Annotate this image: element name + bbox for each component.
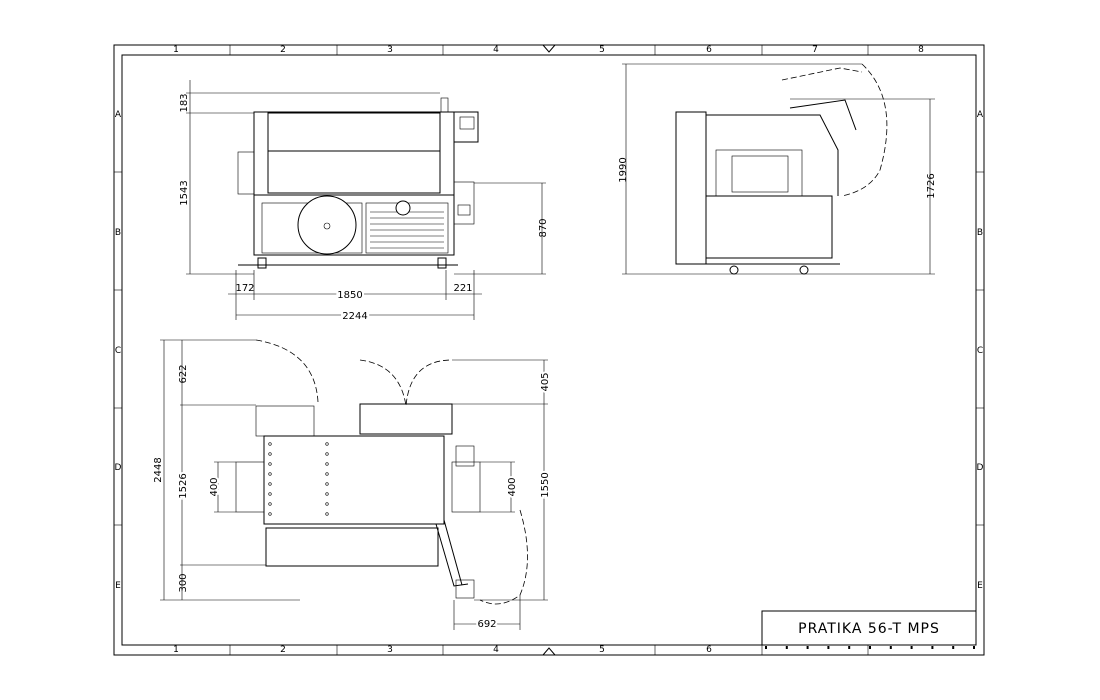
grid-col-label: 3 xyxy=(387,45,393,55)
drawing-title: PRATIKA 56-T MPS xyxy=(798,621,940,637)
outer-border xyxy=(113,44,985,656)
dim-1990: 1990 xyxy=(618,157,629,182)
grid-row-label: C xyxy=(977,346,983,356)
grid-col-label: 1 xyxy=(173,645,179,655)
grid-col-label: 2 xyxy=(280,645,286,655)
dim-1550: 1550 xyxy=(540,472,551,497)
grid-col-label: 8 xyxy=(918,45,924,55)
title-block: PRATIKA 56-T MPS xyxy=(761,610,977,649)
dim-692: 692 xyxy=(477,619,496,630)
top-view: 622 2448 1526 300 400 400 405 1550 692 xyxy=(151,339,553,632)
dim-1726: 1726 xyxy=(926,173,937,198)
grid-dividers xyxy=(114,45,984,655)
grid-row-label: E xyxy=(115,581,121,591)
dim-870: 870 xyxy=(538,218,549,237)
dim-2244: 2244 xyxy=(342,311,367,322)
scale-bar xyxy=(765,646,975,649)
grid-col-label: 4 xyxy=(493,645,499,655)
grid-row-label: B xyxy=(115,228,121,238)
grid-row-label: B xyxy=(977,228,983,238)
dim-622: 622 xyxy=(178,364,189,383)
front-view: 183 1543 870 172 1850 221 2244 xyxy=(179,80,549,324)
grid-col-label: 7 xyxy=(812,45,818,55)
grid-row-label: D xyxy=(977,463,984,473)
grid-row-label: A xyxy=(977,110,984,120)
grid-col-label: 6 xyxy=(706,645,712,655)
grid-col-label: 5 xyxy=(599,645,605,655)
grid-row-label: C xyxy=(115,346,121,356)
row-labels-left: A B C D E xyxy=(115,110,122,591)
grid-row-label: D xyxy=(115,463,122,473)
dim-1850: 1850 xyxy=(337,290,362,301)
inner-border xyxy=(121,54,977,646)
dim-221: 221 xyxy=(453,283,472,294)
column-labels-bottom: 1 2 3 4 5 6 xyxy=(173,645,712,655)
grid-col-label: 4 xyxy=(493,45,499,55)
grid-col-label: 3 xyxy=(387,645,393,655)
grid-row-label: E xyxy=(977,581,983,591)
dim-300: 300 xyxy=(178,573,189,592)
grid-col-label: 6 xyxy=(706,45,712,55)
column-labels-top: 1 2 3 4 5 6 7 8 xyxy=(173,45,924,55)
dim-400-right: 400 xyxy=(507,477,518,496)
grid-col-label: 1 xyxy=(173,45,179,55)
row-labels-right: A B C D E xyxy=(977,110,984,591)
grid-col-label: 2 xyxy=(280,45,286,55)
grid-col-label: 5 xyxy=(599,45,605,55)
dim-183: 183 xyxy=(179,93,190,112)
dim-172: 172 xyxy=(235,283,254,294)
dim-1526: 1526 xyxy=(178,473,189,498)
center-mark xyxy=(542,44,556,656)
dim-1543: 1543 xyxy=(179,180,190,205)
side-view: 1990 1726 xyxy=(618,63,937,275)
dim-405: 405 xyxy=(540,372,551,391)
dim-2448: 2448 xyxy=(153,457,164,482)
grid-row-label: A xyxy=(115,110,122,120)
dim-400-left: 400 xyxy=(209,477,220,496)
